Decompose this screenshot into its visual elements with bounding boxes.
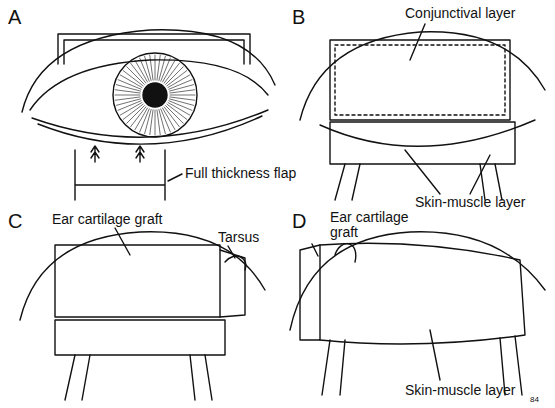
- part-label: Conjunctival layer: [405, 6, 516, 21]
- panel-letter: A: [8, 6, 21, 28]
- part-label: Ear cartilage graft: [330, 210, 425, 240]
- panel-letter: B: [292, 6, 305, 28]
- panel-letter: C: [8, 210, 22, 232]
- part-label: Skin-muscle layer: [405, 383, 515, 398]
- part-label: Tarsus: [218, 230, 259, 245]
- part-label: Ear cartilage graft: [52, 212, 163, 227]
- artist-signature: 84: [530, 395, 539, 404]
- part-label: Full thickness flap: [185, 166, 296, 181]
- part-label: Skin-muscle layer: [415, 195, 525, 210]
- panel-letter: D: [292, 210, 306, 232]
